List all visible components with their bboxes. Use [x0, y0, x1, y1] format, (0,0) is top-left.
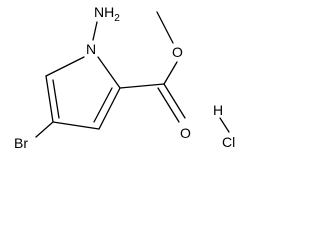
- bond-c-o-double-a: [163, 83, 186, 119]
- bromine-label: Br: [14, 135, 28, 151]
- bond-c-o-single: [163, 61, 178, 85]
- bond-c2-carbonyl-c: [119, 83, 165, 89]
- bond-c-o-double-b: [157, 87, 180, 123]
- bond-h-cl: [219, 117, 230, 133]
- bond-c3-c2: [98, 87, 121, 130]
- bond-lines: [35, 11, 230, 138]
- ring-nitrogen-label: N: [86, 41, 96, 57]
- carbonyl-oxygen-label: O: [180, 125, 191, 141]
- bond-c3-c2-inner: [93, 87, 113, 123]
- bond-n-nh2: [92, 21, 98, 41]
- bond-c5-c4: [45, 75, 54, 123]
- amino-group-label: NH2: [94, 4, 120, 24]
- atom-labels: NH2 N O O Br H Cl: [14, 4, 235, 151]
- bond-c4-br: [35, 121, 54, 138]
- bond-c5-c4-inner: [52, 79, 60, 119]
- ether-oxygen-label: O: [172, 44, 183, 60]
- bond-n1-c5: [45, 56, 85, 77]
- bond-o-methyl: [156, 11, 174, 44]
- hcl-hydrogen-label: H: [213, 102, 223, 118]
- chemical-structure-diagram: NH2 N O O Br H Cl: [14, 4, 235, 151]
- bond-c4-c3: [52, 121, 100, 130]
- hcl-chlorine-label: Cl: [222, 134, 235, 150]
- bond-c2-n1: [97, 56, 121, 89]
- amino-subscript: 2: [114, 13, 120, 24]
